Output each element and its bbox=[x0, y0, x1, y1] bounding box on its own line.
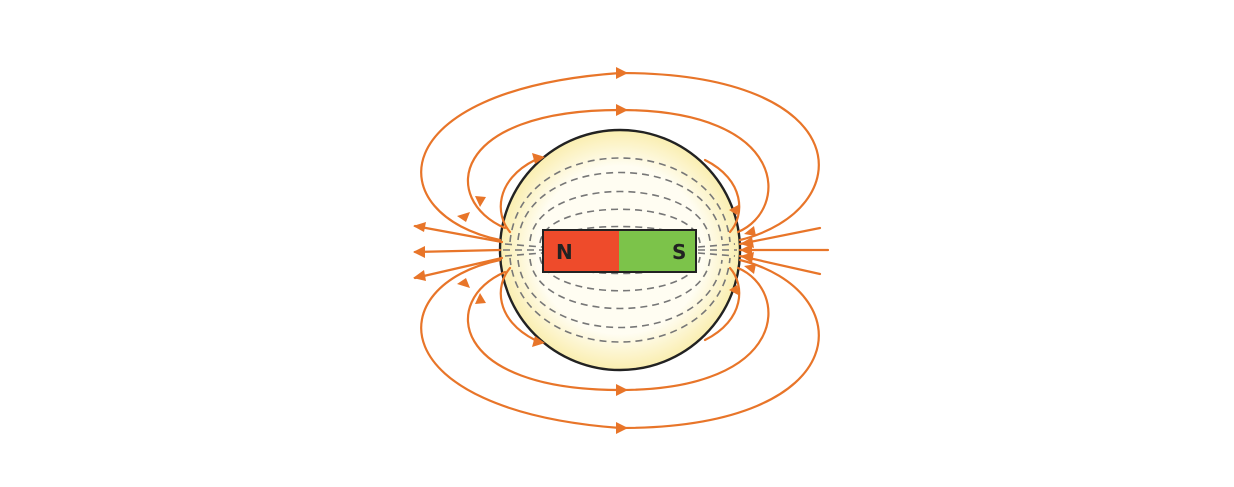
field-line bbox=[499, 266, 537, 342]
field-line bbox=[413, 224, 504, 244]
arrow-icon bbox=[457, 278, 470, 288]
field-line bbox=[738, 226, 822, 246]
arrow-icon bbox=[729, 285, 740, 296]
dashed-field-line bbox=[539, 208, 701, 244]
north-pole bbox=[543, 230, 619, 272]
field-line bbox=[618, 258, 820, 430]
arrow-icon bbox=[616, 384, 628, 396]
dashed-field-line bbox=[504, 243, 543, 248]
arrow-icon bbox=[616, 422, 628, 434]
arrow-icon bbox=[532, 336, 545, 347]
arrow-icon bbox=[457, 212, 470, 222]
arrow-icon bbox=[413, 270, 426, 281]
arrow-icon bbox=[413, 246, 425, 258]
dashed-field-line bbox=[509, 157, 731, 243]
arrow-icon bbox=[740, 252, 754, 263]
dashed-field-line bbox=[697, 252, 736, 257]
field-line bbox=[499, 158, 537, 234]
dashed-field-line bbox=[529, 258, 711, 310]
dashed-field-line bbox=[529, 190, 711, 242]
arrow-icon bbox=[740, 244, 752, 256]
bar-magnet: N S bbox=[542, 229, 697, 273]
field-line bbox=[618, 71, 820, 242]
arrow-icon bbox=[532, 153, 545, 164]
field-line bbox=[738, 254, 822, 276]
external-field-lines bbox=[413, 71, 830, 430]
field-line bbox=[703, 158, 741, 234]
dashed-field-line bbox=[509, 257, 731, 343]
field-line bbox=[618, 108, 770, 234]
magnet-outline bbox=[542, 229, 697, 273]
dashed-field-line bbox=[697, 243, 736, 248]
arrow-icon bbox=[616, 104, 628, 116]
field-line bbox=[413, 256, 504, 280]
field-line bbox=[618, 266, 770, 392]
field-line bbox=[420, 258, 622, 430]
field-line bbox=[466, 270, 622, 392]
south-pole bbox=[619, 230, 696, 272]
north-pole-label: N bbox=[556, 240, 573, 264]
south-pole-label: S bbox=[672, 240, 686, 264]
field-line bbox=[420, 71, 622, 242]
arrow-icon bbox=[413, 222, 426, 232]
dashed-field-line bbox=[504, 252, 543, 257]
arrow-icon bbox=[744, 264, 756, 274]
dashed-field-line bbox=[517, 259, 723, 329]
arrow-icon bbox=[729, 204, 740, 215]
field-line bbox=[703, 266, 741, 342]
dashed-field-line bbox=[517, 171, 723, 241]
arrow-icon bbox=[744, 226, 756, 236]
arrow-icon bbox=[475, 196, 486, 207]
arrow-icon bbox=[616, 67, 628, 79]
field-line bbox=[413, 248, 502, 254]
arrow-icon bbox=[475, 293, 486, 304]
field-line bbox=[466, 108, 622, 230]
field-arrows bbox=[413, 67, 756, 434]
